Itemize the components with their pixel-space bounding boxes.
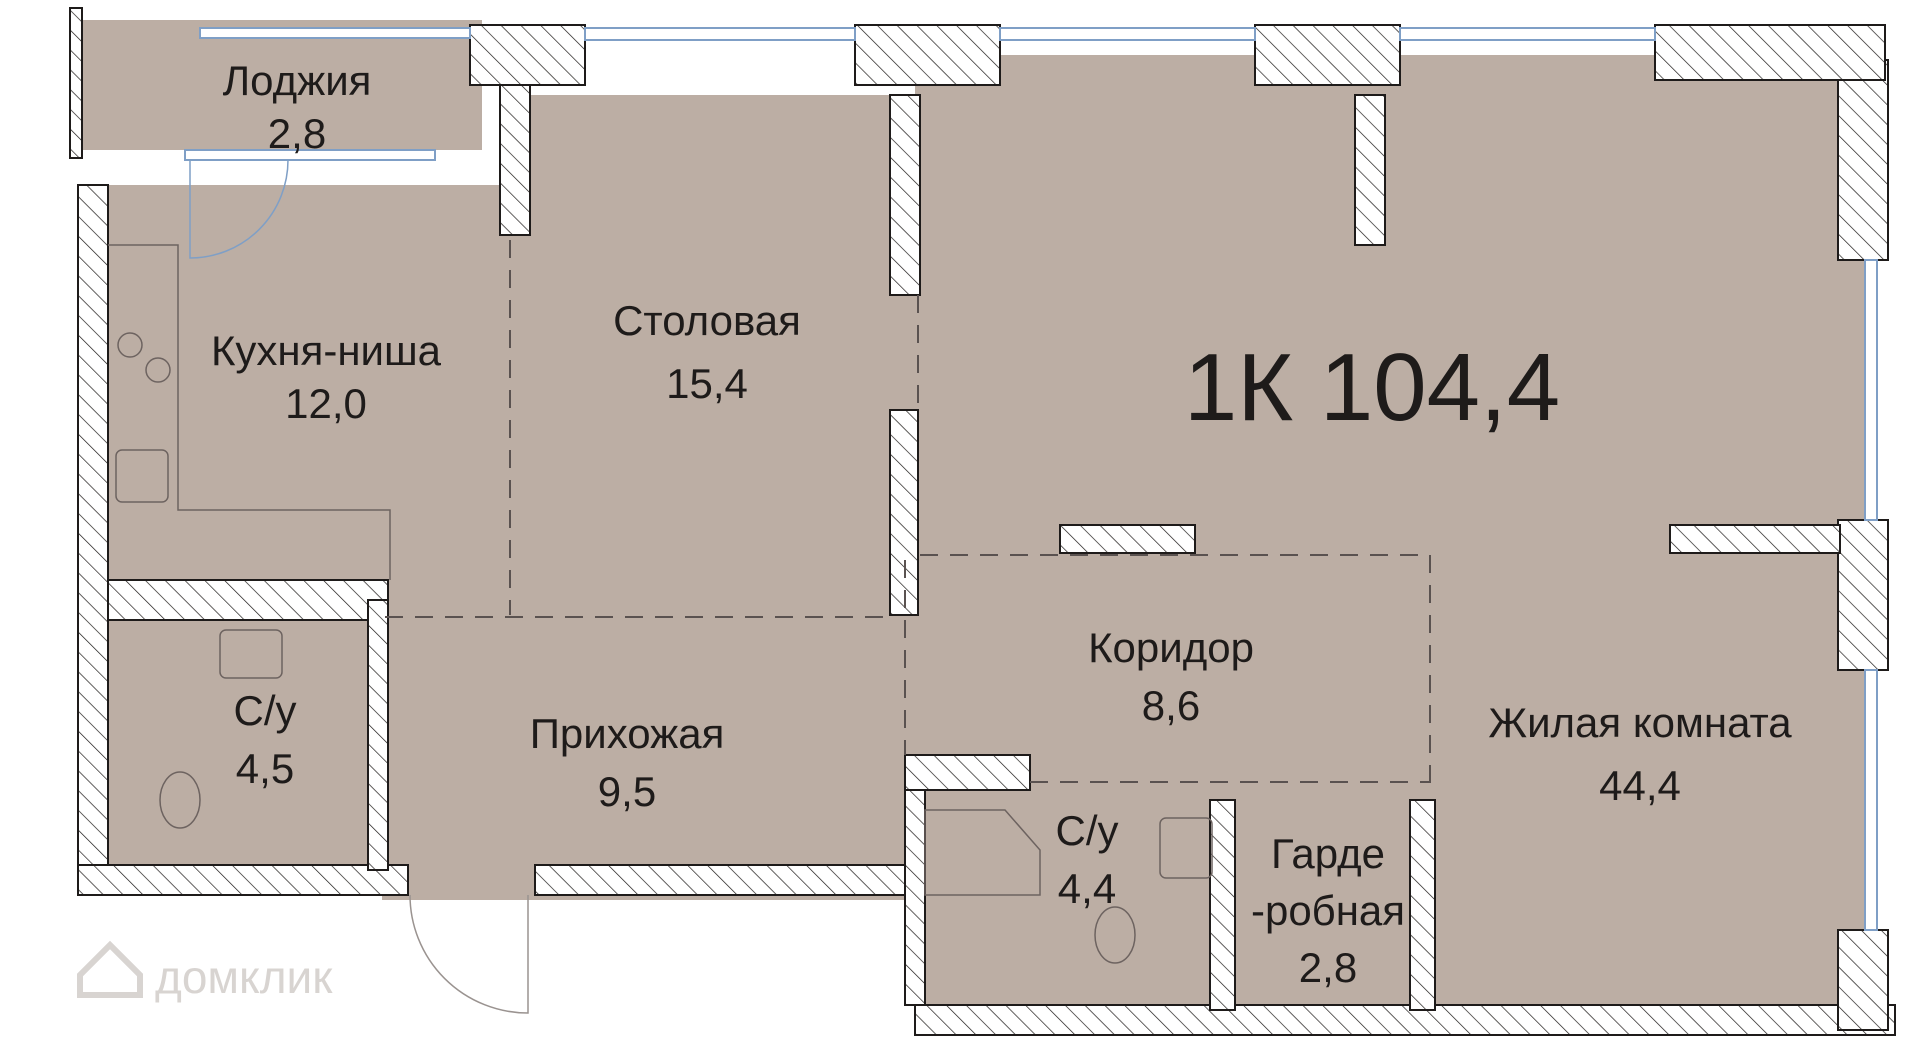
corridor-name: Коридор: [1088, 624, 1254, 671]
hallway-area: 9,5: [598, 768, 656, 815]
window-top-3: [1399, 27, 1656, 41]
wardrobe-name-1: Гарде: [1271, 830, 1385, 877]
labels: Лоджия 2,8 Кухня-ниша 12,0 Столовая 15,4…: [211, 57, 1792, 991]
wall-bottom-mid: [534, 864, 926, 896]
floor-hallway: [382, 610, 942, 900]
wall-bath1-right: [367, 599, 389, 871]
wall-bath2-right: [1209, 799, 1236, 1011]
kitchen-name: Кухня-ниша: [211, 327, 442, 374]
door-loggia-icon[interactable]: [189, 159, 289, 259]
wall-bottom-left: [77, 864, 409, 896]
house-logo-icon: [77, 940, 143, 998]
bathroom2-area: 4,4: [1058, 865, 1116, 912]
basin-icon-2: [1159, 817, 1213, 879]
bathroom1-area: 4,5: [236, 745, 294, 792]
window-top-1: [584, 27, 856, 41]
wall-bath1-top: [107, 579, 389, 621]
wall-pier-3: [1354, 94, 1386, 246]
watermark: домклик: [77, 940, 333, 1003]
wall-h-2: [1669, 524, 1841, 554]
wall-right-upper: [1837, 59, 1889, 261]
dining-area: 15,4: [666, 360, 748, 407]
wall-bottom-right: [914, 1004, 1896, 1036]
entry-door: [409, 894, 529, 1014]
wall-top-3: [469, 24, 586, 86]
wall-h-1: [1059, 524, 1196, 554]
wall-pier-4: [889, 409, 919, 616]
stove-icon-2: [145, 357, 171, 383]
wall-corridor-lower: [904, 754, 1031, 791]
floor-bath2: [920, 800, 1220, 1005]
window-right-2: [1864, 669, 1878, 931]
toilet-icon-1: [159, 771, 201, 829]
floor-dining: [505, 95, 925, 615]
toilet-icon-2: [1094, 906, 1136, 964]
wall-right-lower: [1837, 519, 1889, 671]
wardrobe-area: 2,8: [1299, 944, 1357, 991]
wall-top-1: [854, 24, 1001, 86]
floor-kitchen: [108, 185, 508, 610]
fixtures: [159, 629, 1213, 964]
wardrobe-name-2: -робная: [1251, 887, 1405, 934]
wall-bath2-left: [904, 789, 926, 1006]
kitchen-area: 12,0: [285, 380, 367, 427]
window-loggia: [184, 149, 436, 161]
bathroom1-name: С/у: [234, 687, 297, 734]
dining-name: Столовая: [613, 297, 801, 344]
windows: [184, 27, 1878, 931]
counter-outline: [108, 244, 391, 580]
floor-loggia: [82, 20, 482, 150]
corridor-area: 8,6: [1142, 682, 1200, 729]
hallway-name: Прихожая: [530, 710, 725, 757]
basin-icon-1: [219, 629, 283, 679]
living-name: Жилая комната: [1488, 699, 1792, 746]
window-top-2: [999, 27, 1256, 41]
living-area: 44,4: [1599, 762, 1681, 809]
loggia-area: 2,8: [268, 110, 326, 157]
wall-right-bottom: [1837, 929, 1889, 1031]
loggia-name: Лоджия: [223, 57, 372, 104]
floor-fill: [82, 20, 1875, 1010]
wall-top-right: [1654, 24, 1886, 81]
wall-top-2: [1254, 24, 1401, 86]
window-right-1: [1864, 259, 1878, 521]
wall-left: [77, 184, 109, 876]
floor-bath1: [108, 620, 373, 865]
sink-icon: [115, 449, 169, 503]
shower-icon: [924, 809, 1041, 896]
stove-icon: [117, 332, 143, 358]
bathroom2-name: С/у: [1056, 807, 1119, 854]
wall-pier-2: [889, 94, 921, 296]
wall-loggia-left: [69, 7, 83, 159]
wall-wardrobe-right: [1409, 799, 1436, 1011]
watermark-text: домклик: [155, 951, 333, 1003]
window-loggia-top: [199, 27, 471, 39]
apartment-total: 1К 104,4: [1184, 334, 1560, 441]
door-entry-icon[interactable]: [409, 894, 529, 1014]
floor-wardrobe: [1235, 800, 1410, 1005]
room-dividers: [385, 240, 1431, 790]
kitchen-counter: [108, 244, 391, 580]
doors: [189, 159, 289, 259]
exterior-walls: [69, 7, 1896, 1036]
